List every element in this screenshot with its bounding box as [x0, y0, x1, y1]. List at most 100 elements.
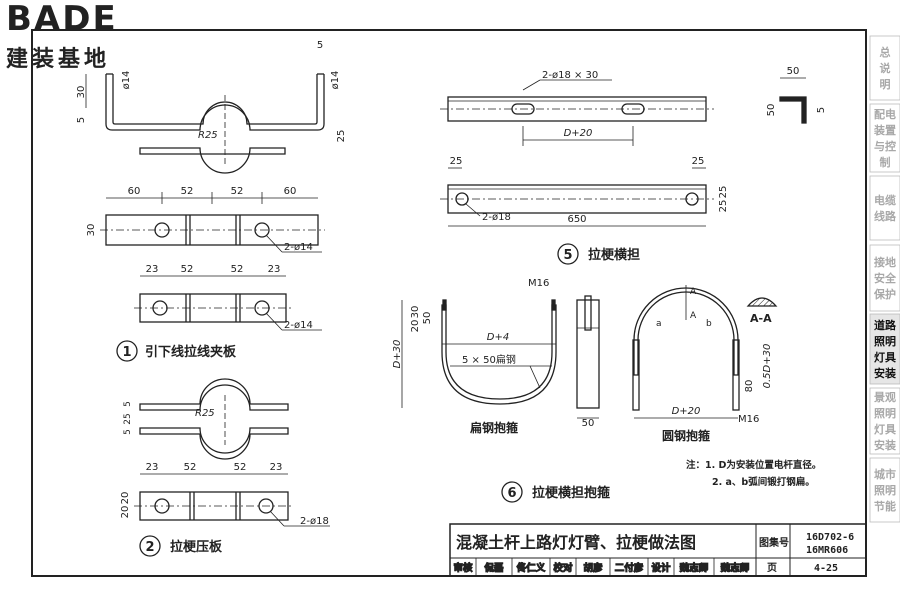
title-block-cell: 魏志卿 [720, 562, 750, 574]
part1-clamp-plate: 30 5 ø14 R25 25 5 ø14 60 52 52 60 30 2-ø… [76, 40, 347, 362]
part6-flat-caption: 扁钢抱箍 [470, 420, 518, 435]
sidebar-tab-label: 说 [880, 61, 891, 75]
part1-hole-note-b: 2-ø14 [284, 320, 313, 331]
sidebar-tabs: 总说明配电装置与控制电缆线路接地安全保护道路照明灯具安装景观照明灯具安装城市照明… [869, 35, 900, 523]
part1-dim-5-left: 5 [76, 117, 87, 123]
part5-crossarm: 2-ø18 × 30 D+20 50 50 5 25 25 650 2-ø18 … [440, 66, 827, 265]
part5-slot-note: 2-ø18 × 30 [542, 70, 598, 81]
title-block-cell: 设计 [651, 562, 671, 574]
sidebar-tab-7[interactable] [869, 457, 900, 523]
part2-pressure-plate: R25 5 25 5 23 52 52 23 20 20 2-ø18 2 拉梗压… [120, 378, 330, 557]
sidebar-tab-label: 与控 [874, 139, 896, 153]
logo: BADE 建装基地 [6, 0, 118, 72]
part6-round-m16: M16 [738, 414, 759, 425]
title-block-page-no: 4-25 [814, 563, 838, 574]
part5-right-dim-1: 25 [718, 186, 729, 199]
part5-hole-note: 2-ø18 [482, 212, 511, 223]
sidebar-tab-1[interactable] [869, 35, 900, 101]
sidebar-tab-label: 装置 [873, 123, 896, 137]
part6-side-bolt [584, 295, 592, 331]
sidebar-tab-label: 灯具 [874, 350, 896, 364]
part2-side-upper [139, 378, 289, 411]
sidebar-tab-label: 节能 [874, 499, 896, 513]
part6-mark-a-bot: A [690, 311, 697, 321]
sidebar-tab-label: 电缆 [874, 193, 896, 207]
sidebar-tab-2[interactable] [869, 103, 900, 173]
part6-note-1: 注：1. D为安装位置电杆直径。 [686, 459, 821, 471]
part1-plan-dim-2: 52 [181, 186, 194, 197]
part2-plan-dim-4: 23 [270, 462, 283, 473]
part5-number: 5 [563, 248, 572, 263]
part5-length: 650 [567, 214, 586, 225]
part1-side-lower [139, 147, 286, 174]
part6-flat-side [576, 299, 600, 409]
title-block-atlas-no-1: 16D702-6 [806, 532, 854, 543]
part1-plan2-dim-3: 52 [231, 264, 244, 275]
title-block-title: 混凝土杆上路灯灯臂、拉梗做法图 [456, 533, 696, 552]
part1-plan2-dim-2: 52 [181, 264, 194, 275]
part6-flat-dim-50: 50 [422, 312, 433, 325]
part5-number-circle [557, 243, 579, 265]
part6-flat-bolt-r [551, 299, 556, 311]
part1-plan2-dim-1: 23 [146, 264, 159, 275]
part6-hoop: D+4 5 × 50扁钢 D+30 30 20 50 M16 扁钢抱箍 50 A… [392, 278, 821, 503]
part5-angle-dim-h: 50 [766, 104, 777, 117]
part5-angle-dim-w: 50 [787, 66, 800, 77]
part6-round-d20: D+20 [672, 406, 701, 417]
part1-dim-phi14: ø14 [121, 71, 132, 90]
logo-tagline: 建装基地 [6, 47, 110, 72]
part2-plan-left-1: 20 [120, 492, 131, 505]
title-block-cell: 二付彦 [615, 562, 644, 574]
title-block-frame [449, 523, 867, 577]
part6-flat-material: 5 × 50扁钢 [462, 353, 516, 366]
part5-slot-span: D+20 [564, 128, 593, 139]
part1-title: 引下线拉线夹板 [145, 344, 237, 360]
leader [269, 510, 285, 527]
part1-dim-phi14-r: ø14 [330, 71, 341, 90]
part1-plan-dim-1: 60 [128, 186, 141, 197]
part6-mark-b: b [706, 319, 712, 329]
part2-title: 拉梗压板 [170, 539, 223, 555]
part6-round-dim-80: 80 [744, 380, 755, 393]
sidebar-tab-label: 总 [880, 45, 891, 59]
part5-right-dim-2: 25 [718, 200, 729, 213]
sidebar-tab-4[interactable] [869, 244, 900, 312]
part1-plan-height: 30 [86, 224, 97, 237]
sidebar-tab-6[interactable] [869, 387, 900, 455]
part1-number-circle [116, 340, 138, 362]
title-block-atlas-no-2: 16MR606 [806, 545, 848, 556]
drawing-frame [31, 29, 867, 577]
part2-side-lower [139, 427, 289, 460]
part5-angle-section [779, 96, 807, 124]
part2-dim-r25: R25 [195, 408, 215, 419]
leader [529, 365, 541, 389]
leader [265, 312, 283, 331]
sidebar-tab-label: 景观 [873, 391, 896, 404]
sidebar-tab-label: 制 [880, 155, 891, 169]
part2-dim-5b: 5 [123, 429, 133, 435]
part1-plan-dim-3: 52 [231, 186, 244, 197]
sidebar-tab-label: 照明 [874, 335, 896, 348]
sidebar-tab-label: 线路 [874, 209, 897, 223]
part6-round-hoop [633, 287, 739, 376]
sidebar-tab-label: 安装 [874, 438, 896, 452]
sidebar-tab-5[interactable] [869, 313, 900, 385]
part2-number: 2 [145, 540, 154, 555]
part6-round-caption: 圆钢抱箍 [662, 428, 710, 443]
part6-mark-a: a [656, 319, 662, 329]
part1-dim-r25: R25 [198, 130, 218, 141]
part1-plan-dim-4: 60 [284, 186, 297, 197]
part2-plan-dim-2: 52 [184, 462, 197, 473]
title-block-cell: 胡彦 [583, 562, 603, 574]
title-block-cell: 佟仁义 [516, 562, 546, 574]
sidebar-tab-label: 道路 [874, 318, 897, 332]
part6-title: 拉梗横担抱箍 [532, 485, 610, 501]
part5-end-right: 25 [692, 156, 705, 167]
sidebar-tab-3[interactable] [869, 175, 900, 241]
sidebar-tab-label: 接地 [874, 255, 896, 269]
title-block-cell: 侃磊 [483, 562, 504, 574]
sidebar-tab-label: 照明 [874, 484, 896, 497]
logo-brand: BADE [6, 0, 118, 39]
leader [465, 203, 481, 217]
